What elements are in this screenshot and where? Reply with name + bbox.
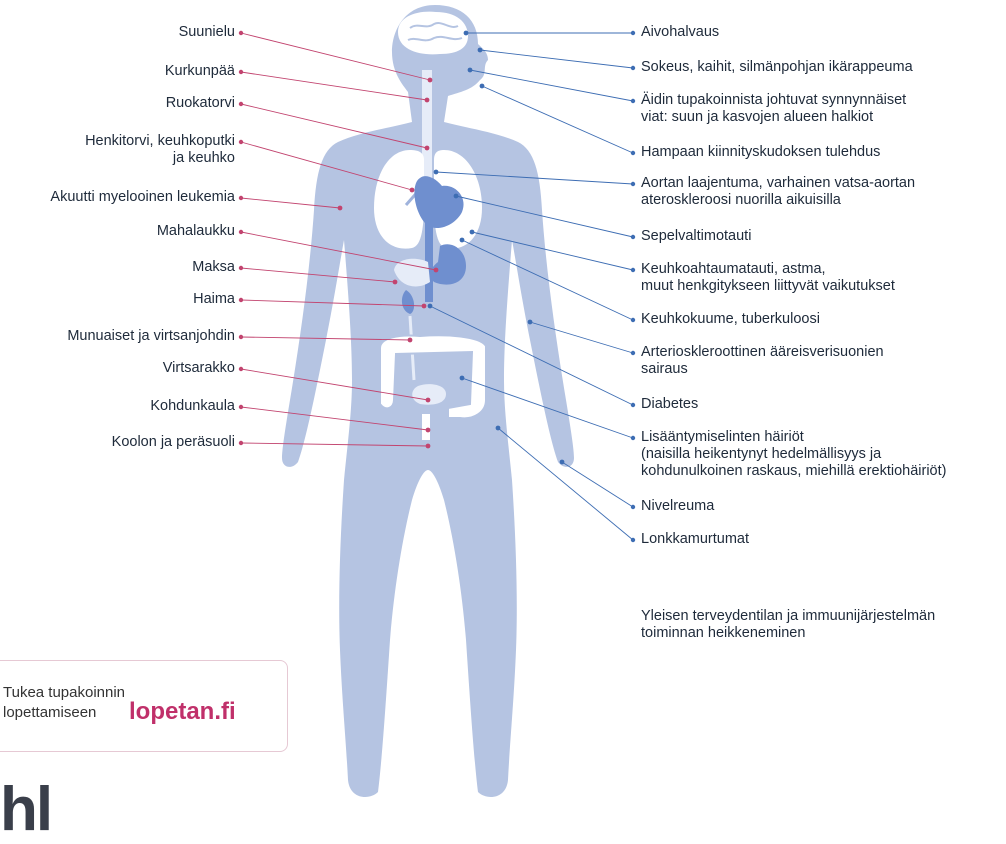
right-label-4: Hampaan kiinnityskudoksen tulehdus xyxy=(641,144,880,161)
right-target-dot xyxy=(480,84,485,89)
left-target-dot xyxy=(434,268,439,273)
left-target-dot xyxy=(426,398,431,403)
right-target-dot xyxy=(468,68,473,73)
right-label-13: Lonkkamurtumat xyxy=(641,531,749,548)
right-label-6: Sepelvaltimotauti xyxy=(641,228,751,245)
right-target-dot xyxy=(560,460,565,465)
right-label-5: Aortan laajentuma, varhainen vatsa-aorta… xyxy=(641,175,915,209)
left-target-dot xyxy=(428,78,433,83)
promo-box[interactable]: Tukea tupakoinnin lopettamiseen lopetan.… xyxy=(0,660,288,752)
promo-text: Tukea tupakoinnin lopettamiseen xyxy=(3,683,125,723)
right-label-14: Yleisen terveydentilan ja immuunijärjest… xyxy=(641,608,935,642)
left-label-4: Henkitorvi, keuhkoputki ja keuhko xyxy=(85,133,235,167)
brain-icon xyxy=(398,12,468,55)
right-label-8: Keuhkokuume, tuberkuloosi xyxy=(641,311,820,328)
right-label-10: Diabetes xyxy=(641,396,698,413)
left-target-dot xyxy=(425,98,430,103)
left-label-dot xyxy=(239,70,243,74)
right-target-dot xyxy=(460,238,465,243)
left-label-9: Munuaiset ja virtsanjohdin xyxy=(67,328,235,345)
right-label-9: Arterioskleroottinen ääreisverisuonien s… xyxy=(641,344,884,378)
left-target-dot xyxy=(426,428,431,433)
right-target-dot xyxy=(470,230,475,235)
left-target-dot xyxy=(408,338,413,343)
left-label-dot xyxy=(239,266,243,270)
left-target-dot xyxy=(422,304,427,309)
right-target-dot xyxy=(434,170,439,175)
right-label-3: Äidin tupakoinnista johtuvat synnynnäise… xyxy=(641,92,906,126)
left-label-12: Koolon ja peräsuoli xyxy=(112,434,235,451)
left-label-1: Suunielu xyxy=(179,24,235,41)
right-leader-line xyxy=(480,50,633,68)
right-target-dot xyxy=(454,194,459,199)
right-target-dot xyxy=(496,426,501,431)
right-label-dot xyxy=(631,538,635,542)
left-label-10: Virtsarakko xyxy=(163,360,235,377)
left-label-dot xyxy=(239,230,243,234)
left-target-dot xyxy=(425,146,430,151)
left-target-dot xyxy=(393,280,398,285)
left-label-dot xyxy=(239,405,243,409)
right-label-dot xyxy=(631,235,635,239)
rectum xyxy=(422,414,430,440)
left-label-dot xyxy=(239,31,243,35)
left-label-7: Maksa xyxy=(192,259,235,276)
left-label-8: Haima xyxy=(193,291,235,308)
right-target-dot xyxy=(428,304,433,309)
left-label-6: Mahalaukku xyxy=(157,223,235,240)
right-label-1: Aivohalvaus xyxy=(641,24,719,41)
right-label-dot xyxy=(631,66,635,70)
right-label-dot xyxy=(631,268,635,272)
right-label-11: Lisääntymiselinten häiriöt (naisilla hei… xyxy=(641,429,946,480)
right-label-dot xyxy=(631,151,635,155)
left-label-dot xyxy=(239,102,243,106)
right-label-dot xyxy=(631,318,635,322)
left-label-11: Kohdunkaula xyxy=(150,398,235,415)
left-label-dot xyxy=(239,335,243,339)
left-label-dot xyxy=(239,196,243,200)
right-leader-line xyxy=(562,462,633,507)
right-label-7: Keuhkoahtaumatauti, astma, muut henkgity… xyxy=(641,261,895,295)
left-target-dot xyxy=(410,188,415,193)
right-label-dot xyxy=(631,505,635,509)
left-label-dot xyxy=(239,298,243,302)
left-label-dot xyxy=(239,140,243,144)
right-label-dot xyxy=(631,351,635,355)
right-label-dot xyxy=(631,403,635,407)
right-label-12: Nivelreuma xyxy=(641,498,714,515)
left-label-5: Akuutti myelooinen leukemia xyxy=(50,189,235,206)
right-label-dot xyxy=(631,31,635,35)
right-label-2: Sokeus, kaihit, silmänpohjan ikärappeuma xyxy=(641,59,913,76)
left-label-dot xyxy=(239,367,243,371)
right-leader-line xyxy=(470,70,633,101)
left-label-2: Kurkunpää xyxy=(165,63,235,80)
left-label-3: Ruokatorvi xyxy=(166,95,235,112)
right-label-dot xyxy=(631,436,635,440)
right-target-dot xyxy=(478,48,483,53)
right-target-dot xyxy=(528,320,533,325)
right-label-dot xyxy=(631,99,635,103)
left-label-dot xyxy=(239,441,243,445)
brand-logo-fragment: hl xyxy=(0,780,51,840)
right-target-dot xyxy=(460,376,465,381)
right-label-dot xyxy=(631,182,635,186)
promo-brand-link[interactable]: lopetan.fi xyxy=(129,698,236,726)
right-target-dot xyxy=(464,31,469,36)
left-target-dot xyxy=(426,444,431,449)
left-target-dot xyxy=(338,206,343,211)
